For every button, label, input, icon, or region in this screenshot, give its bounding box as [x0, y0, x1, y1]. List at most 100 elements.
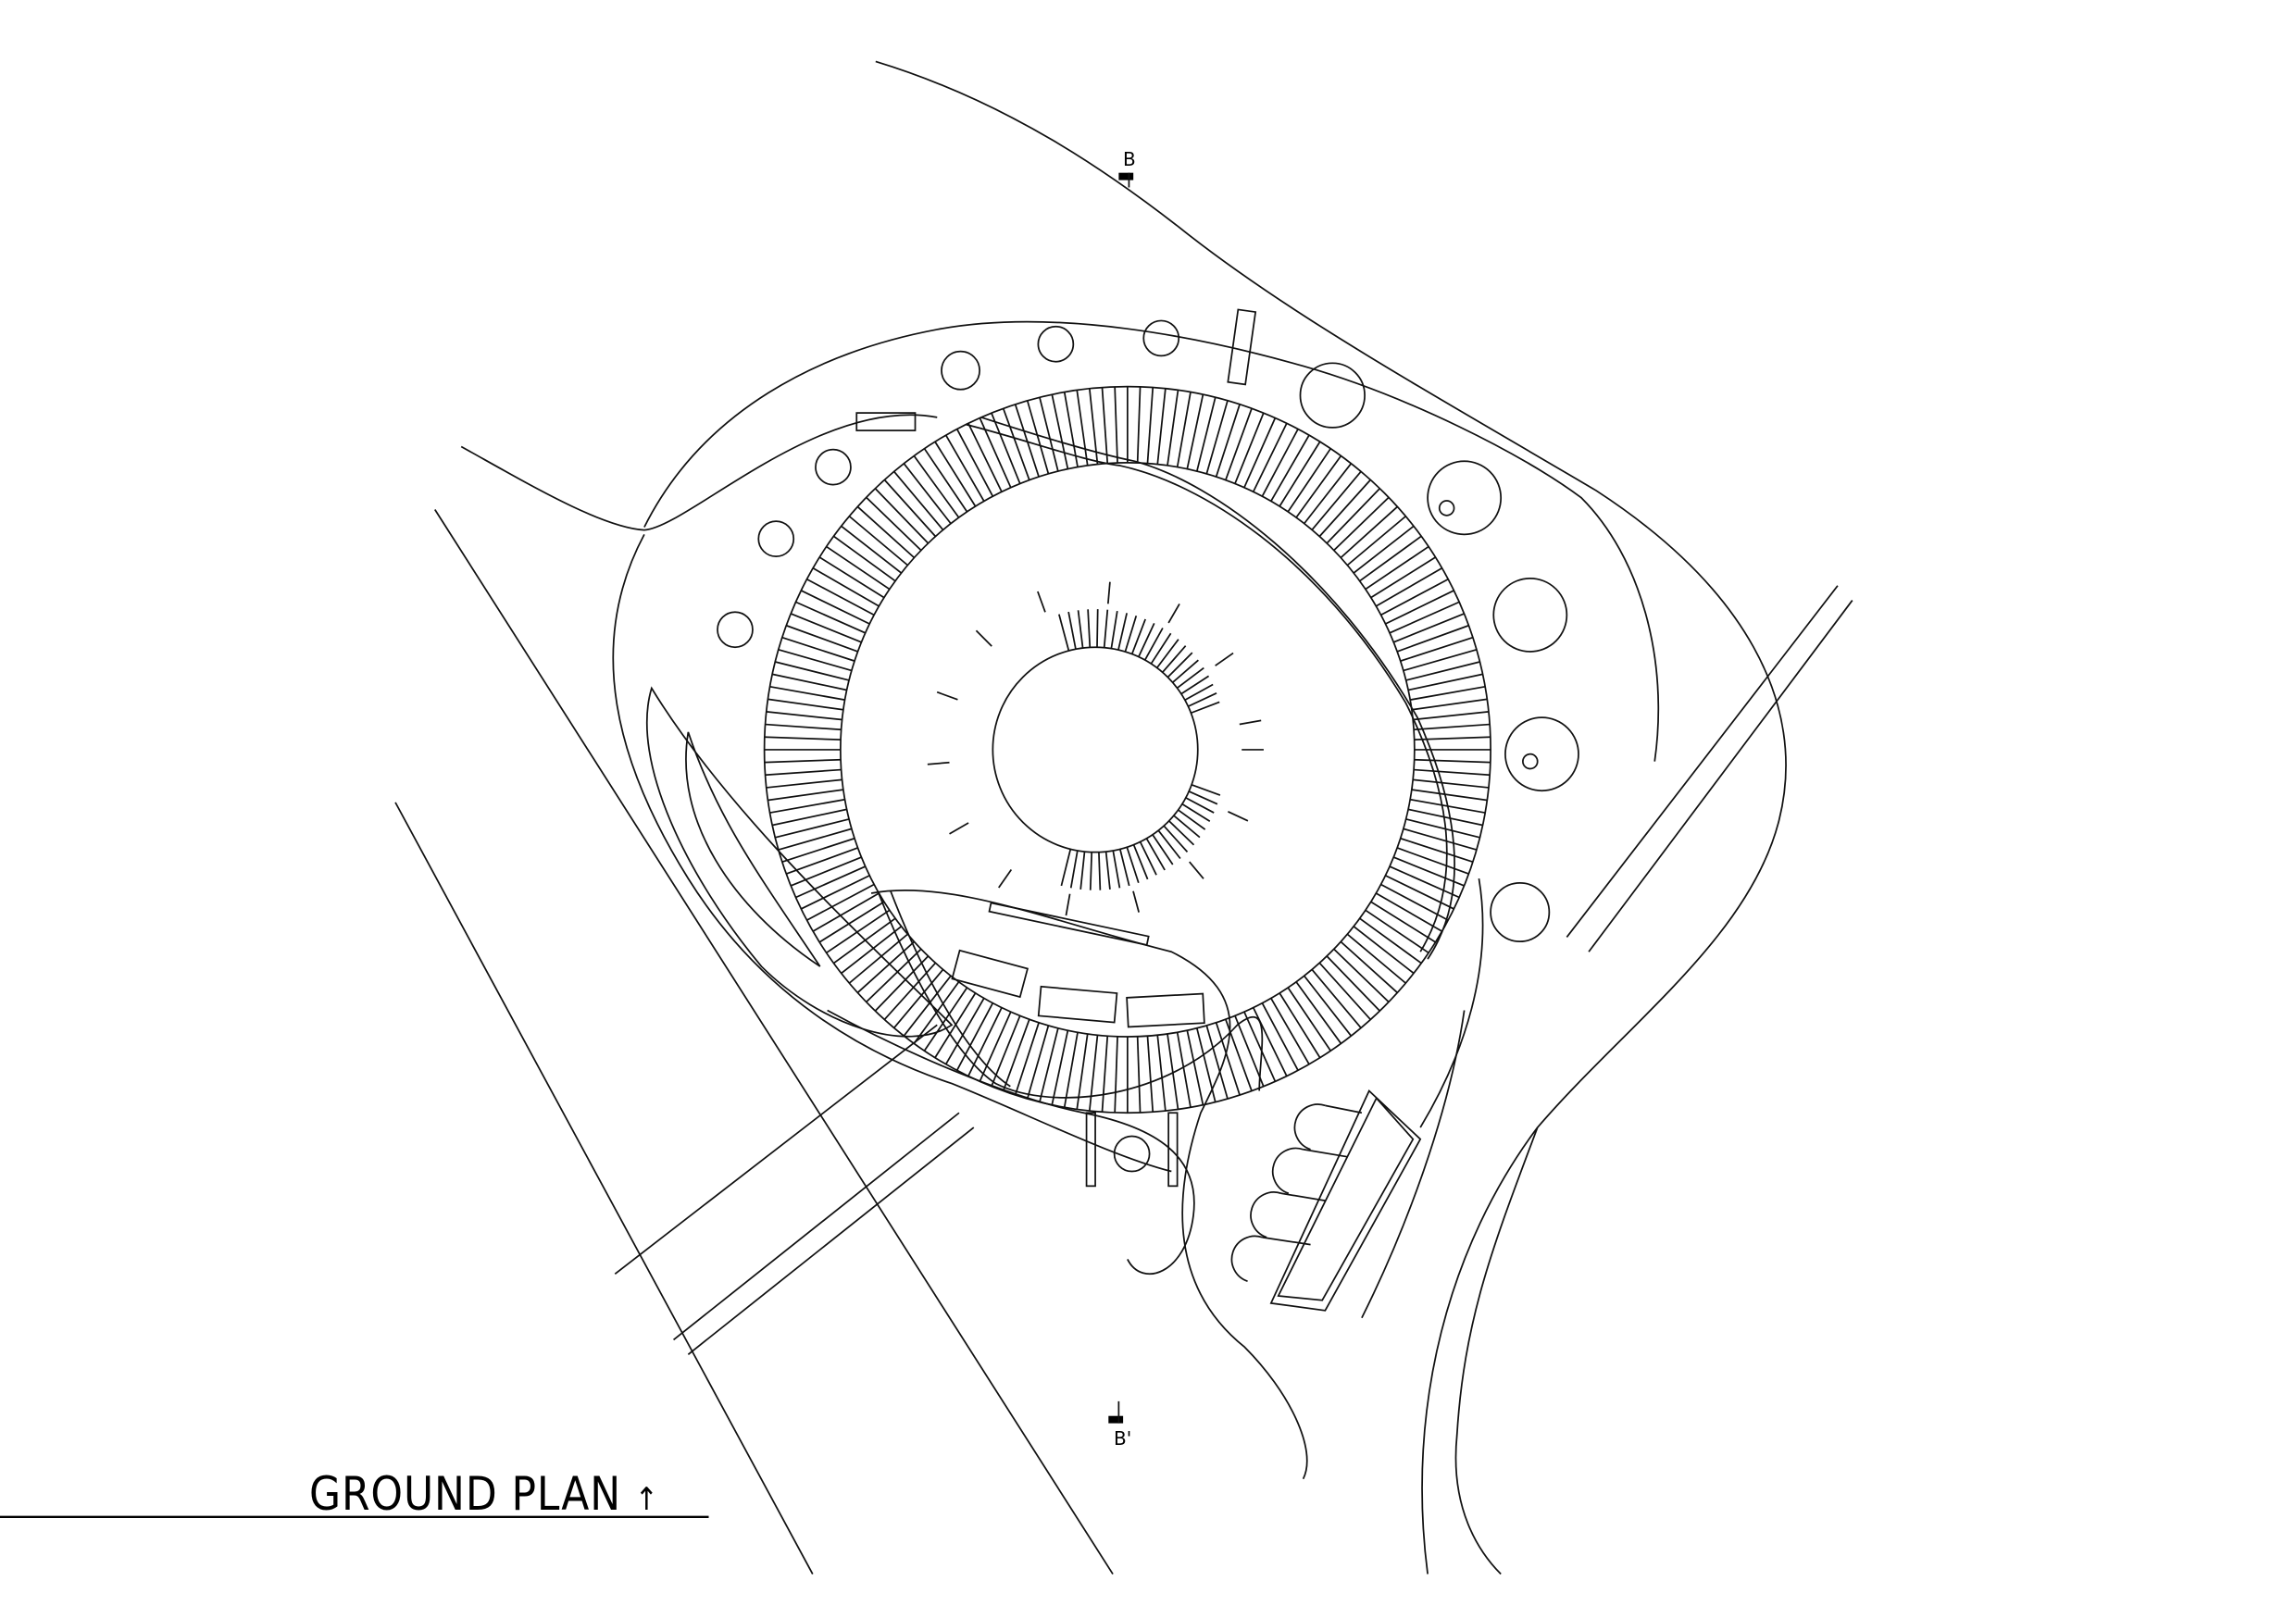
ramp-slat [1414, 768, 1491, 777]
ramp-slat [826, 909, 891, 954]
stair-step [1143, 628, 1164, 661]
ramp-slat [1014, 1022, 1040, 1096]
ramp-slat [1396, 624, 1469, 653]
stair-step [1138, 623, 1155, 657]
ramp-slat [1261, 1002, 1299, 1071]
ramp-slat [1156, 388, 1167, 465]
ramp-slat [1196, 1027, 1217, 1102]
ramp-slat [923, 987, 968, 1052]
ramp-slat [800, 875, 870, 910]
ramp-slat [1088, 388, 1099, 465]
ramp-slat [1385, 875, 1454, 910]
ramp-slat [1295, 455, 1342, 518]
stair-step [1130, 618, 1146, 654]
stair-step [1176, 666, 1204, 689]
ramp-slat [1340, 940, 1398, 994]
site-lines [394, 60, 1853, 1575]
ramp-slat [1365, 545, 1429, 591]
ramp-slat [818, 901, 885, 943]
ramp-slat [1261, 429, 1299, 497]
section-label-top: B [1123, 148, 1136, 170]
ramp-slat [1318, 962, 1371, 1021]
ramp-slat [806, 883, 875, 921]
ramp-slat [1279, 992, 1321, 1059]
north-arrow-icon: ↑ [634, 1481, 659, 1518]
ramp-slat [1205, 1025, 1229, 1100]
radial-bar [949, 822, 969, 835]
stair-step [1188, 692, 1217, 707]
ramp-slat [1146, 387, 1154, 464]
ramp-slat [1359, 535, 1422, 582]
ramp-slat [1051, 1030, 1069, 1105]
radial-bar [1228, 810, 1249, 822]
trees [717, 308, 1579, 1173]
stair-step [1173, 815, 1201, 839]
radial-bar [1189, 861, 1204, 879]
ramp-slat [1375, 567, 1442, 607]
ramp-slat [848, 933, 908, 984]
stair-step [1067, 611, 1077, 650]
ramp-slat [1101, 387, 1109, 464]
ramp-slat [833, 535, 896, 582]
ramp-slat [1176, 392, 1192, 467]
ramp-slat [1114, 1036, 1118, 1114]
ramp-slat [1380, 578, 1449, 616]
ramp-slat [883, 962, 937, 1021]
ramp-slat [812, 892, 880, 932]
ramp-slat [856, 505, 916, 559]
ramp-slat [790, 613, 862, 643]
ramp-slat [1333, 496, 1390, 552]
ramp-slat [1411, 789, 1488, 802]
stair-step [1172, 659, 1199, 683]
stair-step [1077, 610, 1084, 649]
ramp-slat [923, 448, 968, 513]
stair-step [1184, 683, 1214, 702]
ramp-slat [1392, 613, 1465, 643]
stair-step [1191, 783, 1221, 796]
stair-step [1139, 841, 1157, 876]
stair-step [1180, 675, 1210, 695]
ramp-slat [1156, 1035, 1167, 1112]
title-text: GROUND PLAN [309, 1467, 622, 1521]
ramp-slat [1136, 386, 1142, 464]
ramp-slat [1392, 856, 1465, 887]
ramp-slat [1167, 390, 1179, 467]
ramp-slat [775, 661, 850, 681]
stair-step [1191, 701, 1220, 715]
ramp-slat [800, 590, 870, 625]
ramp-slat [841, 926, 903, 975]
ramp-slat [1318, 479, 1371, 538]
ramp-slat [1088, 1035, 1099, 1112]
stair-step [1069, 850, 1079, 889]
ramp-slat [1333, 948, 1390, 1003]
stair-step [1112, 850, 1121, 889]
stair-step [1168, 820, 1195, 846]
ramp-slat [1403, 648, 1478, 672]
ramp-slat [1304, 463, 1353, 525]
ramp-slat [955, 1002, 994, 1071]
ramp-slat [778, 828, 853, 851]
ramp-slat [1389, 865, 1460, 899]
radial-bar [936, 691, 958, 701]
stair-step [1058, 614, 1070, 652]
stair-step [1110, 610, 1118, 649]
benches [951, 902, 1205, 1188]
ramp-slat [1311, 968, 1362, 1029]
ramp-slat [1295, 981, 1342, 1044]
ramp-slat [1409, 685, 1486, 701]
ramp-slat [967, 422, 1003, 492]
ramp-slat [1270, 434, 1310, 502]
ramp-slat [979, 1011, 1012, 1082]
ramp-slat [934, 441, 977, 507]
ramp-slat [1411, 698, 1488, 711]
ramp-slat [866, 496, 922, 552]
radial-bar [1215, 652, 1234, 666]
stair-step [1155, 639, 1179, 669]
radial-bar [927, 761, 950, 765]
ramp-slat [775, 818, 850, 839]
stair-step [1117, 613, 1128, 651]
ramp-slat [903, 975, 952, 1037]
ramp-slat [812, 567, 880, 607]
ramp-slat [1076, 390, 1089, 467]
ramp-slat [1243, 417, 1277, 489]
